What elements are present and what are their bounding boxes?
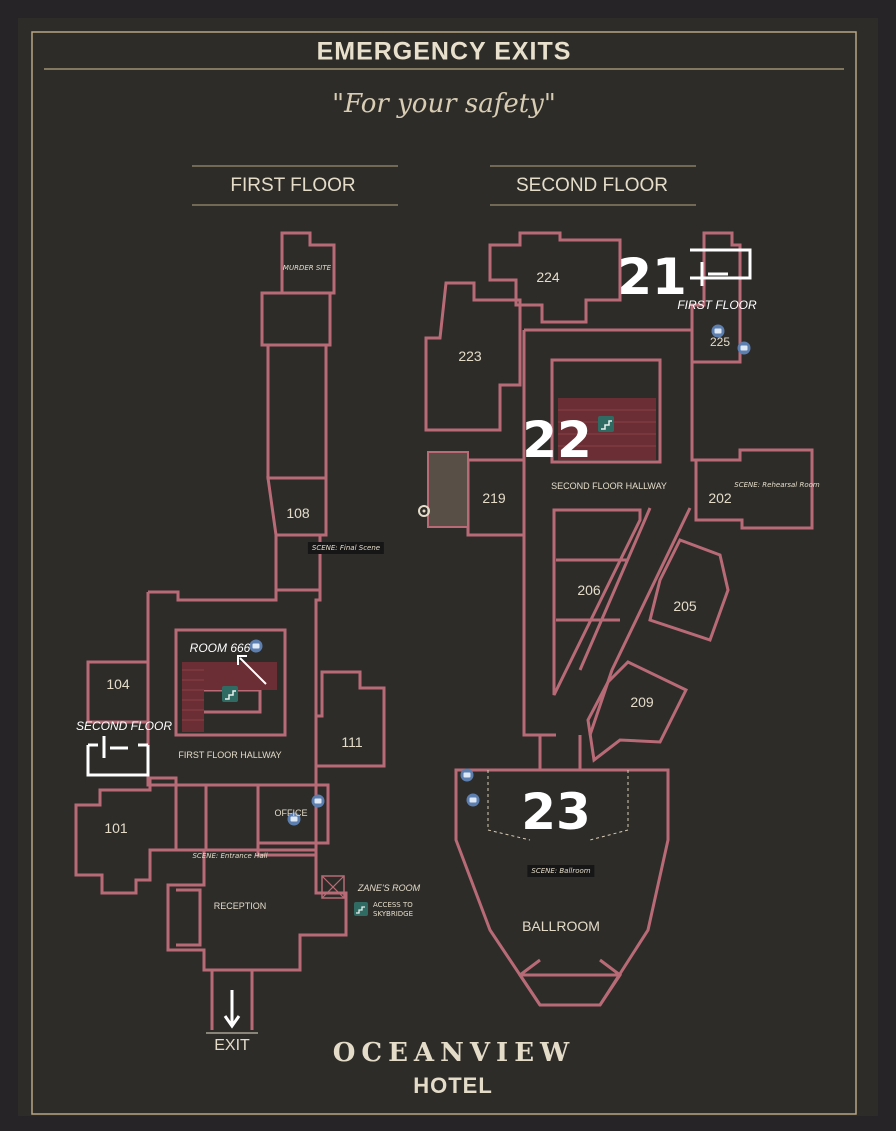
balcony	[427, 451, 469, 528]
marker-22: 22	[522, 411, 592, 469]
room-104-label[interactable]: 104	[106, 676, 130, 692]
room-101-label[interactable]: 101	[104, 820, 128, 836]
stairs-icon	[354, 902, 368, 916]
room-666-label[interactable]: ROOM 666	[189, 641, 251, 655]
office-label[interactable]: OFFICE	[274, 808, 308, 818]
tagline: "For your safety"	[332, 89, 556, 119]
room-111-label[interactable]: 111	[341, 734, 363, 750]
settings-icon	[418, 505, 430, 517]
second-floor-stairs-label[interactable]: SECOND FLOOR	[75, 719, 173, 733]
scene-ballroom-label[interactable]: SCENE: Ballroom	[527, 865, 595, 877]
second-floor-walls	[424, 231, 814, 1007]
brand-name: OCEANVIEW	[332, 1038, 576, 1068]
zanes-room-box	[321, 875, 345, 899]
first-floor-heading: FIRST FLOOR	[230, 175, 356, 196]
camera-icon[interactable]	[737, 341, 751, 355]
scene-final-label[interactable]: SCENE: Final Scene	[307, 542, 385, 554]
room-205-label[interactable]: 205	[673, 598, 697, 614]
stairs-icon	[598, 416, 614, 432]
second-floor-hallway-label[interactable]: SECOND FLOOR HALLWAY	[551, 481, 667, 491]
marker-21: 21	[617, 248, 687, 306]
stairs-marker-second-floor	[86, 736, 150, 777]
second-floor-heading: SECOND FLOOR	[515, 175, 669, 196]
stairs-icon	[222, 686, 238, 702]
room-219-label[interactable]: 219	[482, 490, 506, 506]
camera-icon[interactable]	[311, 794, 325, 808]
zanes-room-label[interactable]: ZANE'S ROOM	[357, 883, 421, 893]
skybridge-label[interactable]: ACCESS TO SKYBRIDGE	[373, 901, 414, 918]
camera-icon[interactable]	[287, 812, 301, 826]
room-224-label[interactable]: 224	[536, 269, 560, 285]
page-title: EMERGENCY EXITS	[316, 37, 572, 66]
room-202-label[interactable]: 202	[708, 490, 732, 506]
room-223-label[interactable]: 223	[458, 348, 482, 364]
camera-icon[interactable]	[466, 793, 480, 807]
first-floor-stairs	[182, 662, 277, 732]
brand-sub: HOTEL	[413, 1073, 493, 1098]
first-floor-hallway-label[interactable]: FIRST FLOOR HALLWAY	[178, 750, 282, 760]
reception-label[interactable]: RECEPTION	[213, 901, 267, 911]
room-108-label[interactable]: 108	[286, 505, 310, 521]
first-floor-stairs-label[interactable]: FIRST FLOOR	[677, 298, 757, 312]
ballroom-label[interactable]: BALLROOM	[522, 918, 600, 934]
room-209-label[interactable]: 209	[630, 694, 654, 710]
exit-label: EXIT	[214, 1037, 250, 1054]
first-floor-walls	[74, 231, 386, 1030]
exit-arrow-icon	[223, 990, 241, 1029]
room-206-label[interactable]: 206	[577, 582, 601, 598]
stairs-marker-first-floor	[690, 248, 752, 286]
murder-site-label[interactable]: MURDER SITE	[282, 264, 332, 272]
room-225-label[interactable]: 225	[709, 335, 731, 349]
camera-icon[interactable]	[711, 324, 725, 338]
marker-23: 23	[521, 783, 591, 841]
scene-rehearsal-label[interactable]: SCENE: Rehearsal Room	[734, 481, 820, 489]
camera-icon[interactable]	[460, 768, 474, 782]
room-666-arrow	[237, 655, 267, 685]
scene-entrance-label[interactable]: SCENE: Entrance Hall	[192, 852, 268, 860]
camera-icon[interactable]	[249, 639, 263, 653]
